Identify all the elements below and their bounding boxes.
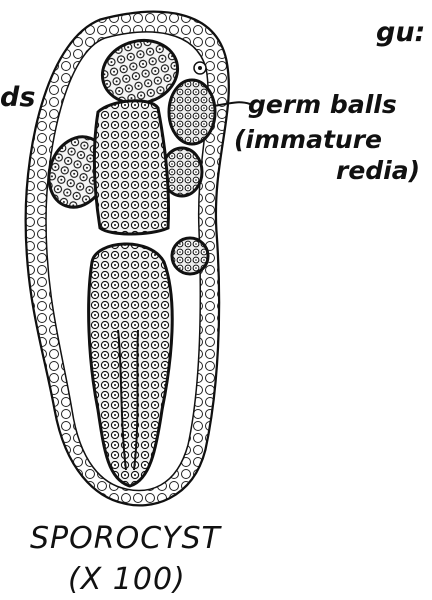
germ-ball-small [172, 238, 208, 274]
figure-title: SPOROCYST [30, 524, 221, 554]
magnification-label: (X 100) [68, 565, 186, 595]
corner-label-fragment: gu: [376, 19, 425, 46]
central-germ-mass [94, 101, 168, 234]
immature-label: (immature [234, 127, 382, 152]
redia-label: redia) [336, 158, 420, 183]
left-label-fragment: ds [0, 84, 35, 111]
germ-balls-label: germ balls [248, 92, 397, 117]
germ-ball-right-upper [169, 80, 215, 144]
